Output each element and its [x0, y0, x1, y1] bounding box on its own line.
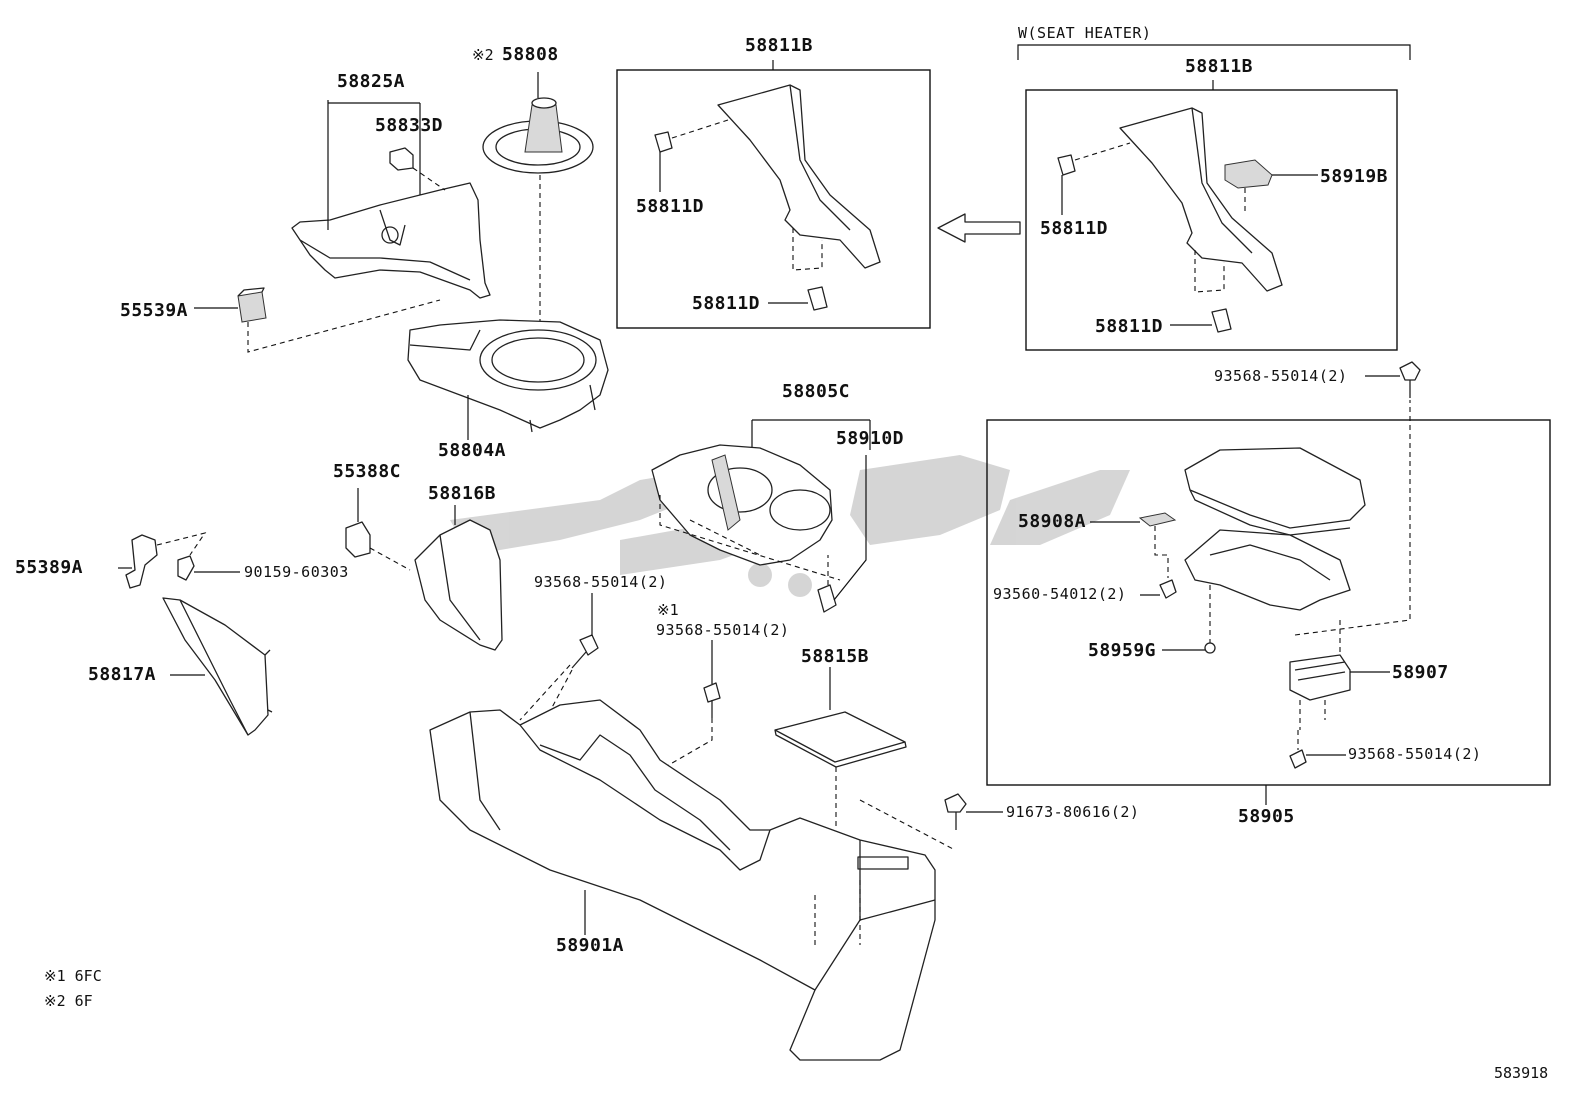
part-58811B-b-shape — [1119, 107, 1283, 292]
part-58805C-shape — [651, 444, 833, 566]
label-93568-55014-mid2: 93568-55014(2) — [656, 621, 790, 639]
part-58833D-shape — [389, 147, 414, 171]
label-55539A: 55539A — [120, 300, 189, 321]
part-58811D-a1-shape — [654, 131, 673, 153]
label-58908A: 58908A — [1018, 511, 1087, 532]
part-58959G-shape — [1204, 642, 1216, 654]
part-58811D-a2-shape — [807, 286, 828, 311]
label-58815B: 58815B — [801, 646, 870, 667]
footnote-2: ※2 6F — [44, 992, 93, 1010]
label-58811B-b: 58811B — [1185, 56, 1254, 77]
label-58811D-b2: 58811D — [1095, 316, 1164, 337]
part-58816B-shape — [414, 519, 503, 651]
label-58817A: 58817A — [88, 664, 157, 685]
label-58808: 58808 — [502, 44, 559, 65]
label-58959G: 58959G — [1088, 640, 1157, 661]
figure-number: 583918 — [1494, 1064, 1549, 1082]
label-seat-heater: W(SEAT HEATER) — [1018, 24, 1152, 42]
part-93560-shape — [1159, 579, 1177, 599]
part-93568-mid2-shape — [703, 682, 721, 718]
part-58910D-shape — [817, 584, 837, 613]
label-55389A: 55389A — [15, 557, 84, 578]
label-58816B: 58816B — [428, 483, 497, 504]
part-91673-shape — [944, 793, 967, 830]
label-93568-55014-top: 93568-55014(2) — [1214, 367, 1348, 385]
part-58907-shape — [1289, 654, 1351, 701]
part-58804A-shape — [407, 319, 609, 433]
label-58811D-a2: 58811D — [692, 293, 761, 314]
label-55388C: 55388C — [333, 461, 402, 482]
dash-58908A — [1154, 526, 1169, 578]
part-armrest-base-shape — [1184, 529, 1351, 611]
leader-58910D — [833, 455, 867, 601]
dash-58811D-b2 — [1194, 250, 1225, 293]
dash-58811D-a1 — [671, 119, 729, 139]
part-58901A-shape — [429, 699, 936, 1061]
dash-58811D-b1 — [1074, 142, 1131, 161]
part-58808-shape — [482, 97, 594, 174]
part-58919B-shape — [1224, 159, 1273, 189]
part-93568-low-shape — [1289, 749, 1307, 769]
label-90159-60303: 90159-60303 — [244, 563, 349, 581]
label-58825A: 58825A — [337, 71, 406, 92]
part-58815B-shape — [774, 711, 907, 768]
part-armrest-lid-shape — [1184, 447, 1366, 536]
dash-58833D — [412, 167, 446, 191]
footnote-1: ※1 6FC — [44, 967, 102, 985]
label-58907: 58907 — [1392, 662, 1449, 683]
part-58908A-shape — [1138, 512, 1177, 527]
label-93568-55014-mid: 93568-55014(2) — [534, 573, 668, 591]
label-58919B: 58919B — [1320, 166, 1389, 187]
dash-58811D-a2 — [792, 228, 823, 271]
leader-58825A — [327, 100, 421, 230]
label-58811D-b1: 58811D — [1040, 218, 1109, 239]
dash-55388C — [369, 547, 411, 571]
label-93560-54012: 93560-54012(2) — [993, 585, 1127, 603]
label-mark2-58808: ※2 — [472, 46, 494, 64]
dash-58805C — [659, 495, 841, 581]
dash-93568-mid2 — [659, 718, 713, 771]
direction-arrow — [937, 213, 1021, 243]
label-mark1: ※1 — [657, 601, 679, 619]
bracket-seat-heater — [1017, 44, 1411, 60]
box-seat-heater — [1025, 89, 1398, 351]
label-58804A: 58804A — [438, 440, 507, 461]
part-58817A-shape — [162, 597, 273, 736]
part-90159-60303-shape — [177, 555, 195, 581]
label-93568-55014-low: 93568-55014(2) — [1348, 745, 1482, 763]
part-58811D-b2-shape — [1211, 308, 1232, 333]
dash-55389A — [156, 532, 207, 556]
label-58811B-a: 58811B — [745, 35, 814, 56]
label-58905: 58905 — [1238, 806, 1295, 827]
label-58805C: 58805C — [782, 381, 851, 402]
part-55389A-shape — [125, 534, 158, 589]
part-93568-top-shape — [1399, 361, 1421, 398]
dash-55539A — [247, 299, 441, 353]
label-91673-80616: 91673-80616(2) — [1006, 803, 1140, 821]
part-58811B-a-shape — [717, 84, 881, 269]
part-58825A-shape — [291, 182, 491, 299]
dash-58815B — [835, 767, 956, 851]
dash-58901A — [814, 880, 861, 945]
label-58833D: 58833D — [375, 115, 444, 136]
part-55388C-shape — [345, 521, 371, 558]
box-58905 — [986, 419, 1551, 786]
label-58901A: 58901A — [556, 935, 625, 956]
part-58811D-b1-shape — [1057, 154, 1076, 176]
part-93568-mid-shape — [571, 634, 599, 669]
label-58910D: 58910D — [836, 428, 905, 449]
label-58811D-a1: 58811D — [636, 196, 705, 217]
part-55539A-shape — [237, 287, 267, 323]
